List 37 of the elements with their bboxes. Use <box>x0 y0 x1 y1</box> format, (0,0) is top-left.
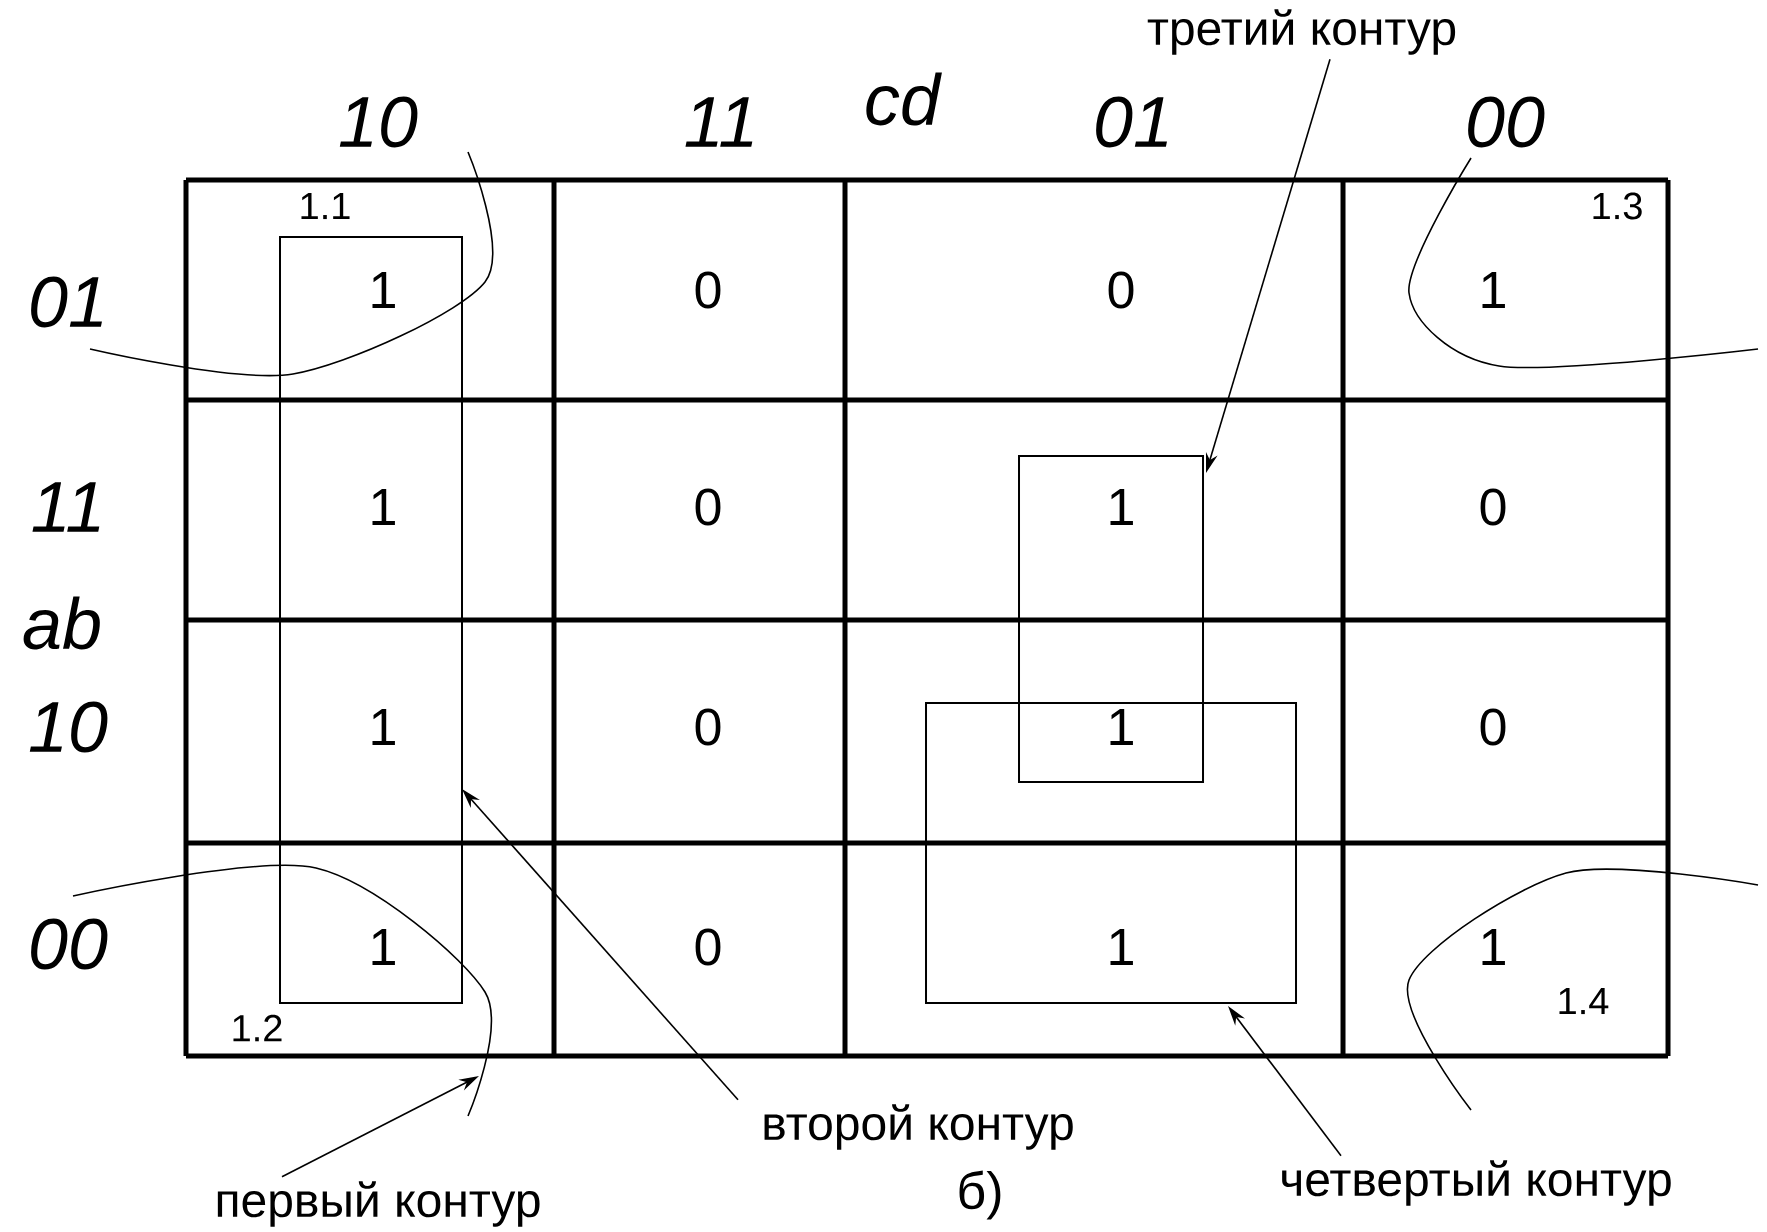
cell-value: 1 <box>372 272 395 308</box>
axis-label: 01 <box>31 276 102 328</box>
axis-label: cd <box>866 72 942 126</box>
axis-label: ab <box>23 596 100 650</box>
cell-number: 1.3 <box>1593 192 1642 220</box>
cell-value: 1 <box>372 709 395 745</box>
axis-label: 01 <box>1096 96 1167 148</box>
cell-value: 0 <box>1480 708 1506 746</box>
axis-label: 11 <box>685 97 753 147</box>
leader-label: третий контур <box>1147 9 1456 55</box>
contour-box <box>925 702 1297 1004</box>
cell-value: 1 <box>1482 929 1505 965</box>
cell-value: 0 <box>695 708 721 746</box>
cell-value: 0 <box>1108 271 1134 309</box>
axis-label: 00 <box>1468 96 1545 148</box>
cell-value: 0 <box>695 271 721 309</box>
cell-value: 1 <box>1482 272 1505 308</box>
cell-number: 1.4 <box>1559 987 1609 1015</box>
cell-value: 0 <box>1480 488 1506 526</box>
leader-label: четвертый контур <box>1282 1160 1671 1206</box>
axis-label: 10 <box>339 96 418 148</box>
axis-label: 11 <box>32 482 100 532</box>
cell-value: 0 <box>695 928 721 966</box>
figure-caption: б) <box>959 1170 1001 1220</box>
contour-box <box>279 236 463 1004</box>
cell-value: 1 <box>1110 709 1133 745</box>
contour-box <box>1018 455 1204 783</box>
leader-label: второй контур <box>764 1104 1073 1150</box>
axis-label: 10 <box>29 701 108 753</box>
cell-number: 1.2 <box>233 1014 282 1042</box>
cell-value: 1 <box>372 489 395 525</box>
cell-value: 0 <box>695 488 721 526</box>
cell-value: 1 <box>372 929 395 965</box>
cell-value: 1 <box>1110 489 1133 525</box>
cell-value: 1 <box>1110 929 1133 965</box>
leader-label: первый контур <box>217 1181 540 1227</box>
axis-label: 00 <box>31 918 108 970</box>
